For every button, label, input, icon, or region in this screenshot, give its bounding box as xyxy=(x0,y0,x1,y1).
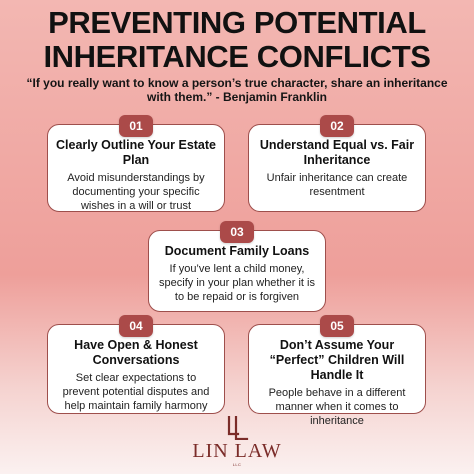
tip-title: Document Family Loans xyxy=(164,244,310,258)
tip-description: If you’ve lent a child money, specify in… xyxy=(159,263,315,303)
tip-card-05: 05 Don’t Assume Your “Perfect” Children … xyxy=(248,315,426,427)
title-line-1: PREVENTING POTENTIAL xyxy=(48,5,426,40)
tip-description: People behave in a different manner when… xyxy=(268,387,406,427)
logo-mark-icon xyxy=(227,416,249,440)
quote-text: “If you really want to know a person’s t… xyxy=(26,76,448,104)
logo-suffix: LLC xyxy=(232,462,242,467)
tip-number-badge: 01 xyxy=(119,115,153,137)
logo-name: LIN LAW xyxy=(192,440,282,462)
tip-description: Unfair inheritance can create resentment xyxy=(266,172,408,198)
tip-title: Don’t Assume Your “Perfect” Children Wil… xyxy=(269,338,405,382)
tip-number-badge: 03 xyxy=(220,221,254,243)
tip-card-04: 04 Have Open & Honest Conversations Set … xyxy=(47,315,225,414)
tip-title: Have Open & Honest Conversations xyxy=(74,338,198,367)
tip-description: Avoid misunderstandings by documenting y… xyxy=(67,172,205,212)
lin-law-logo: LIN LAW LLC xyxy=(174,416,300,472)
page-title: PREVENTING POTENTIAL INHERITANCE CONFLIC… xyxy=(0,6,474,74)
tip-card-02: 02 Understand Equal vs. Fair Inheritance… xyxy=(248,115,426,212)
tip-card-01: 01 Clearly Outline Your Estate Plan Avoi… xyxy=(47,115,225,212)
title-line-2: INHERITANCE CONFLICTS xyxy=(43,39,431,74)
tip-title: Clearly Outline Your Estate Plan xyxy=(56,138,217,167)
tip-card-03: 03 Document Family Loans If you’ve lent … xyxy=(148,221,326,312)
tip-description: Set clear expectations to prevent potent… xyxy=(62,372,210,412)
tip-title: Understand Equal vs. Fair Inheritance xyxy=(259,138,415,167)
tip-number-badge: 05 xyxy=(320,315,354,337)
tip-number-badge: 02 xyxy=(320,115,354,137)
tip-number-badge: 04 xyxy=(119,315,153,337)
